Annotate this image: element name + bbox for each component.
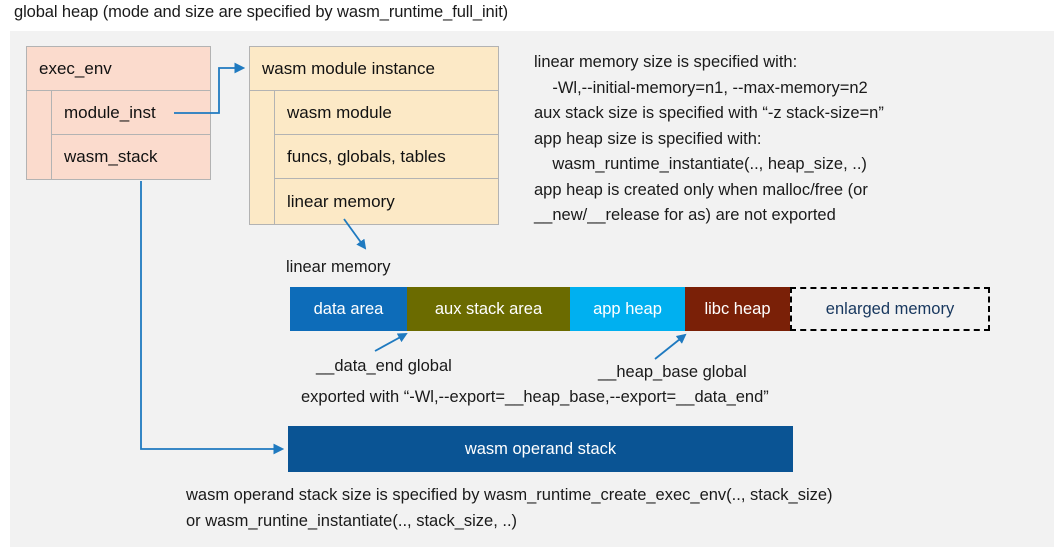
funcs-globals-tables-label: funcs, globals, tables [287, 146, 446, 166]
linear-memory-bar-label: linear memory [286, 258, 391, 276]
module-instance-row-wasm-module: wasm module [274, 90, 499, 135]
wasm-operand-stack-bar: wasm operand stack [288, 426, 793, 472]
wasm-operand-stack-label: wasm operand stack [464, 439, 617, 458]
segment-aux-stack-area-label: aux stack area [434, 299, 543, 318]
segment-enlarged-memory: enlarged memory [790, 287, 990, 331]
module-instance-label: wasm module instance [262, 58, 435, 78]
annotation-data-end: __data_end global [316, 357, 452, 375]
module-instance-row-linear-memory: linear memory [274, 178, 499, 225]
segment-data-area-label: data area [313, 299, 384, 318]
wasm-module-label: wasm module [287, 102, 392, 122]
linear-memory-row-label: linear memory [287, 191, 395, 211]
segment-libc-heap-label: libc heap [704, 299, 771, 318]
segment-libc-heap: libc heap [685, 287, 790, 331]
module-instance-gutter [249, 90, 275, 225]
exec-env-label: exec_env [39, 58, 112, 78]
segment-app-heap: app heap [570, 287, 685, 331]
operand-stack-caption: wasm operand stack size is specified by … [186, 486, 833, 530]
linear-memory-info-text: linear memory size is specified with: -W… [534, 53, 884, 224]
exec-env-row-wasm-stack: wasm_stack [51, 134, 211, 180]
exec-env-row-module-inst: module_inst [51, 90, 211, 135]
exec-env-gutter [26, 90, 52, 180]
segment-app-heap-label: app heap [593, 299, 662, 318]
wasm-stack-label: wasm_stack [64, 147, 158, 166]
exec-env-header: exec_env [26, 46, 211, 91]
module-instance-row-funcs-globals-tables: funcs, globals, tables [274, 134, 499, 179]
segment-aux-stack-area: aux stack area [407, 287, 570, 331]
module-instance-header: wasm module instance [249, 46, 499, 91]
annotation-exported-with: exported with “-Wl,--export=__heap_base,… [301, 388, 769, 406]
linear-memory-bar: data area aux stack area app heap libc h… [290, 287, 990, 331]
page-title: global heap (mode and size are specified… [14, 3, 509, 21]
segment-data-area: data area [290, 287, 407, 331]
module-inst-label: module_inst [64, 102, 156, 122]
segment-enlarged-memory-label: enlarged memory [825, 299, 955, 318]
annotation-heap-base: __heap_base global [598, 363, 747, 381]
